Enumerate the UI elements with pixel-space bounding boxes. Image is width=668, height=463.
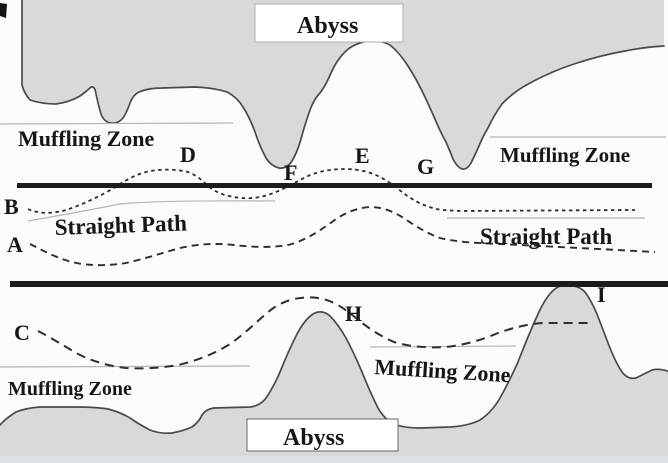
abyss-label-box-bottom: [246, 418, 399, 452]
dashed-path-lower-chi: [37, 296, 590, 370]
faint-line-mid-left: [27, 200, 276, 222]
point-label-e: E: [355, 143, 370, 168]
point-label-i: I: [597, 282, 606, 307]
muffling-zone-label-bottom-left: Muffling Zone: [8, 378, 132, 400]
bottom-landform-shape: [0, 285, 668, 463]
abyss-label-bottom: Abyss: [283, 425, 344, 451]
top-landform-shape: [22, 0, 664, 170]
bottom-landform-outline: [0, 284, 668, 435]
muffling-zone-label-top-right: Muffling Zone: [500, 143, 630, 167]
faint-line-top-left: [0, 122, 234, 125]
muffling-zone-label-top-left: Muffling Zone: [18, 126, 155, 151]
point-label-g: G: [417, 154, 434, 179]
point-label-b: B: [4, 194, 19, 219]
straight-path-label-left: Straight Path: [54, 210, 187, 240]
dashed-path-middle-a: [29, 206, 656, 267]
point-label-d: D: [180, 142, 196, 167]
scan-mark: [0, 3, 7, 18]
abyss-label-top: Abyss: [297, 13, 358, 39]
straight-path-label-right: Straight Path: [480, 224, 612, 249]
faint-guide-lines: [0, 122, 666, 368]
abyss-label-box-top: [254, 3, 404, 43]
faint-line-bottom-mid: [369, 345, 517, 348]
top-landform-outline: [21, 0, 665, 170]
scan-edge-strip: [0, 456, 668, 463]
point-label-h: H: [345, 301, 362, 326]
point-label-c: C: [14, 320, 30, 345]
point-label-f: F: [284, 160, 297, 185]
faint-line-bottom-left: [0, 365, 251, 368]
point-label-a: A: [7, 232, 23, 257]
